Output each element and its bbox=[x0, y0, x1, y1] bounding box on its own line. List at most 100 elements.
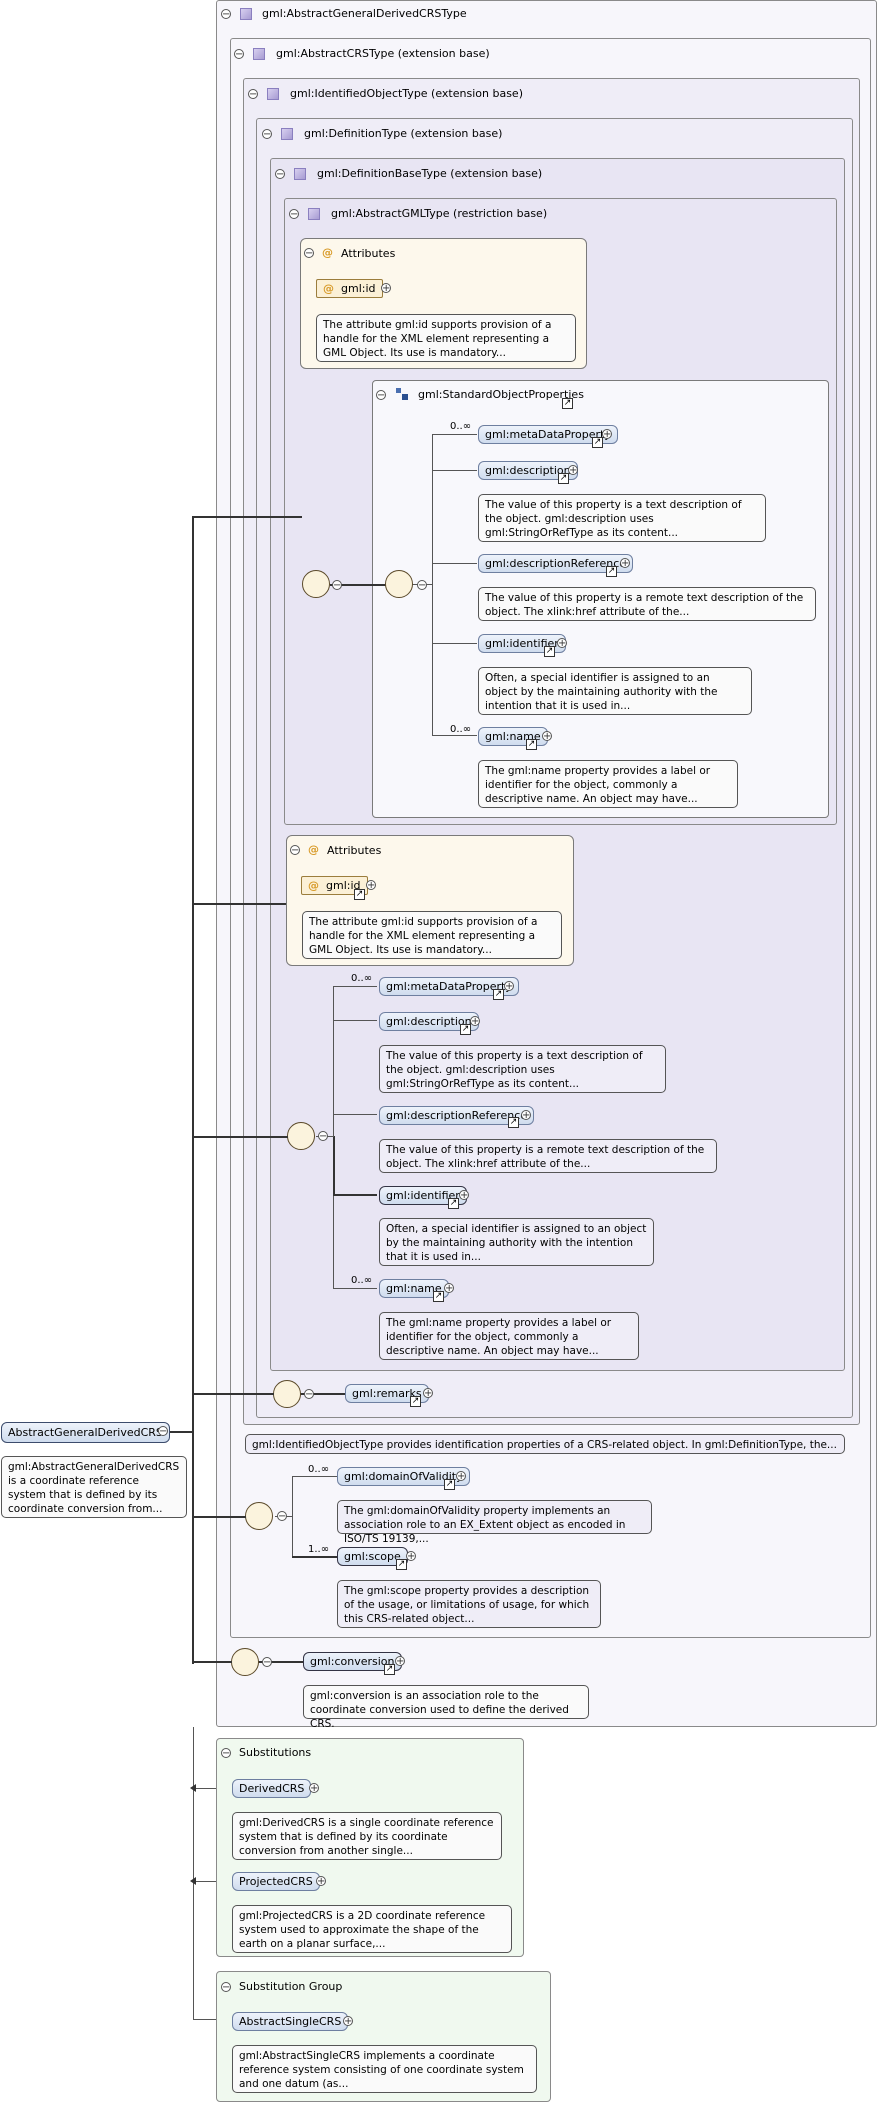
root-element[interactable]: AbstractGeneralDerivedCRS bbox=[1, 1422, 170, 1443]
connector bbox=[432, 643, 477, 644]
connector bbox=[192, 1393, 274, 1395]
element-metadataproperty[interactable]: gml:metaDataProperty bbox=[478, 425, 618, 444]
element-conversion[interactable]: gml:conversion bbox=[303, 1652, 402, 1671]
group-label: gml:StandardObjectProperties bbox=[418, 388, 584, 401]
element-doc: The value of this property is a remote t… bbox=[379, 1139, 717, 1173]
element-abstractsinglecrs[interactable]: AbstractSingleCRS bbox=[232, 2012, 349, 2031]
element-name[interactable]: gml:name bbox=[379, 1279, 449, 1298]
collapse-button[interactable]: − bbox=[332, 580, 342, 591]
collapse-button[interactable]: − bbox=[289, 209, 299, 220]
connector bbox=[432, 470, 477, 471]
collapse-button[interactable]: − bbox=[277, 1511, 287, 1522]
go-to-definition-icon[interactable]: ↗ bbox=[433, 1291, 444, 1302]
attribute-doc: The attribute gml:id supports provision … bbox=[302, 911, 562, 959]
element-descriptionreference[interactable]: gml:descriptionReference bbox=[478, 554, 634, 573]
collapse-button[interactable]: − bbox=[417, 580, 427, 591]
type-title: gml:IdentifiedObjectType (extension base… bbox=[290, 87, 523, 100]
element-remarks[interactable]: gml:remarks bbox=[345, 1384, 429, 1403]
connector bbox=[258, 1661, 303, 1663]
go-to-definition-icon[interactable]: ↗ bbox=[493, 989, 504, 1000]
type-title: gml:AbstractGMLType (restriction base) bbox=[331, 207, 548, 220]
element-doc: The gml:domainOfValidity property implem… bbox=[337, 1500, 652, 1545]
element-doc: Often, a special identifier is assigned … bbox=[379, 1218, 654, 1266]
attribute-name: gml:id bbox=[326, 879, 361, 892]
go-to-definition-icon[interactable]: ↗ bbox=[544, 646, 555, 657]
go-to-definition-icon[interactable]: ↗ bbox=[460, 1024, 471, 1035]
sequence-compositor-icon[interactable] bbox=[287, 1122, 315, 1150]
expand-button[interactable]: + bbox=[316, 1876, 326, 1887]
attribute-doc: The attribute gml:id supports provision … bbox=[316, 314, 576, 362]
connector bbox=[432, 434, 477, 435]
go-to-definition-icon[interactable]: ↗ bbox=[606, 566, 617, 577]
expand-button[interactable]: + bbox=[504, 981, 514, 992]
collapse-button[interactable]: − bbox=[290, 845, 300, 856]
collapse-button[interactable]: − bbox=[221, 1982, 231, 1993]
expand-button[interactable]: + bbox=[568, 465, 578, 476]
expand-button[interactable]: + bbox=[602, 429, 612, 440]
expand-button[interactable]: + bbox=[620, 558, 630, 569]
expand-button[interactable]: + bbox=[470, 1016, 480, 1027]
expand-button[interactable]: + bbox=[557, 638, 567, 649]
collapse-button[interactable]: − bbox=[221, 1748, 231, 1759]
occurrence-label: 0..∞ bbox=[450, 421, 472, 432]
go-to-definition-icon[interactable]: ↗ bbox=[354, 889, 365, 900]
element-doc: The value of this property is a remote t… bbox=[478, 587, 816, 621]
collapse-button[interactable]: − bbox=[158, 1426, 168, 1437]
sequence-compositor-icon[interactable] bbox=[273, 1380, 301, 1408]
go-to-definition-icon[interactable]: ↗ bbox=[508, 1117, 519, 1128]
collapse-button[interactable]: − bbox=[318, 1131, 328, 1142]
expand-button[interactable]: + bbox=[381, 283, 391, 294]
expand-button[interactable]: + bbox=[542, 731, 552, 742]
collapse-button[interactable]: − bbox=[262, 1657, 272, 1668]
attribute-gml-id[interactable]: @ gml:id bbox=[301, 876, 368, 895]
collapse-button[interactable]: − bbox=[262, 129, 272, 140]
expand-button[interactable]: + bbox=[309, 1783, 319, 1794]
sequence-compositor-icon[interactable] bbox=[245, 1502, 273, 1530]
go-to-definition-icon[interactable]: ↗ bbox=[444, 1479, 455, 1490]
expand-button[interactable]: + bbox=[423, 1388, 433, 1399]
go-to-definition-icon[interactable]: ↗ bbox=[410, 1396, 421, 1407]
connector bbox=[432, 563, 477, 564]
collapse-button[interactable]: − bbox=[248, 89, 258, 100]
expand-button[interactable]: + bbox=[366, 880, 376, 891]
go-to-definition-icon[interactable]: ↗ bbox=[562, 398, 573, 409]
element-domainofvalidity[interactable]: gml:domainOfValidity bbox=[337, 1467, 470, 1486]
go-to-definition-icon[interactable]: ↗ bbox=[396, 1559, 407, 1570]
go-to-definition-icon[interactable]: ↗ bbox=[526, 739, 537, 750]
expand-button[interactable]: + bbox=[343, 2016, 353, 2027]
element-projectedcrs[interactable]: ProjectedCRS bbox=[232, 1872, 320, 1891]
expand-button[interactable]: + bbox=[459, 1190, 469, 1201]
element-derivedcrs[interactable]: DerivedCRS bbox=[232, 1779, 312, 1798]
element-descriptionreference[interactable]: gml:descriptionReference bbox=[379, 1106, 535, 1125]
element-metadataproperty[interactable]: gml:metaDataProperty bbox=[379, 977, 519, 996]
collapse-button[interactable]: − bbox=[376, 390, 386, 401]
attribute-gml-id[interactable]: @ gml:id bbox=[316, 279, 383, 298]
sequence-compositor-icon[interactable] bbox=[231, 1648, 259, 1676]
element-description[interactable]: gml:description bbox=[478, 461, 578, 480]
arrow-left-icon bbox=[190, 1784, 196, 1792]
element-identifier[interactable]: gml:identifier bbox=[379, 1186, 467, 1205]
collapse-button[interactable]: − bbox=[234, 49, 244, 60]
occurrence-label: 0..∞ bbox=[450, 724, 472, 735]
collapse-button[interactable]: − bbox=[304, 248, 314, 259]
expand-button[interactable]: + bbox=[444, 1283, 454, 1294]
collapse-button[interactable]: − bbox=[304, 1389, 314, 1400]
sequence-compositor-icon[interactable] bbox=[385, 570, 413, 598]
expand-button[interactable]: + bbox=[406, 1551, 416, 1562]
sequence-compositor-icon[interactable] bbox=[302, 570, 330, 598]
element-scope[interactable]: gml:scope bbox=[337, 1547, 408, 1566]
go-to-definition-icon[interactable]: ↗ bbox=[558, 473, 569, 484]
go-to-definition-icon[interactable]: ↗ bbox=[448, 1198, 459, 1209]
element-name[interactable]: gml:name bbox=[478, 727, 548, 746]
expand-button[interactable]: + bbox=[395, 1656, 405, 1667]
element-identifier[interactable]: gml:identifier bbox=[478, 634, 566, 653]
expand-button[interactable]: + bbox=[456, 1471, 466, 1482]
go-to-definition-icon[interactable]: ↗ bbox=[592, 437, 603, 448]
collapse-button[interactable]: − bbox=[275, 169, 285, 180]
substitution-group-label: Substitution Group bbox=[239, 1980, 343, 1993]
connector bbox=[192, 1136, 288, 1138]
element-description[interactable]: gml:description bbox=[379, 1012, 479, 1031]
expand-button[interactable]: + bbox=[521, 1110, 531, 1121]
go-to-definition-icon[interactable]: ↗ bbox=[384, 1664, 395, 1675]
collapse-button[interactable]: − bbox=[221, 9, 231, 20]
